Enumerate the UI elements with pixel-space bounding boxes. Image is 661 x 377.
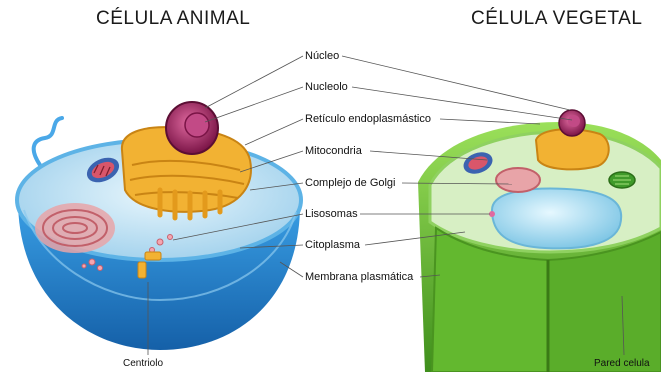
- plant-nucleus-shape: [559, 110, 585, 136]
- label-nucleus: Núcleo: [305, 50, 339, 63]
- title-animal-cell: CÉLULA ANIMAL: [96, 8, 250, 30]
- plant-cell: [418, 110, 661, 372]
- label-cytoplasm: Citoplasma: [305, 239, 360, 252]
- label-plasma-membrane: Membrana plasmática: [305, 271, 413, 284]
- plant-er-shape: [496, 168, 540, 192]
- title-plant-cell: CÉLULA VEGETAL: [471, 8, 642, 30]
- label-centriole: Centriolo: [123, 357, 163, 370]
- vacuole-shape: [492, 189, 621, 249]
- label-golgi-complex: Complejo de Golgi: [305, 177, 396, 190]
- label-lysosomes: Lisosomas: [305, 208, 358, 221]
- rough-er-shape: [35, 203, 115, 253]
- label-nucleolus: Nucleolo: [305, 81, 348, 94]
- label-cell-wall: Pared celula: [594, 357, 650, 370]
- chloroplast-shape: [609, 172, 635, 188]
- label-mitochondria: Mitocondria: [305, 145, 362, 158]
- animal-nucleus-shape: [166, 102, 218, 154]
- label-endoplasmic-reticulum: Retículo endoplasmástico: [305, 113, 431, 126]
